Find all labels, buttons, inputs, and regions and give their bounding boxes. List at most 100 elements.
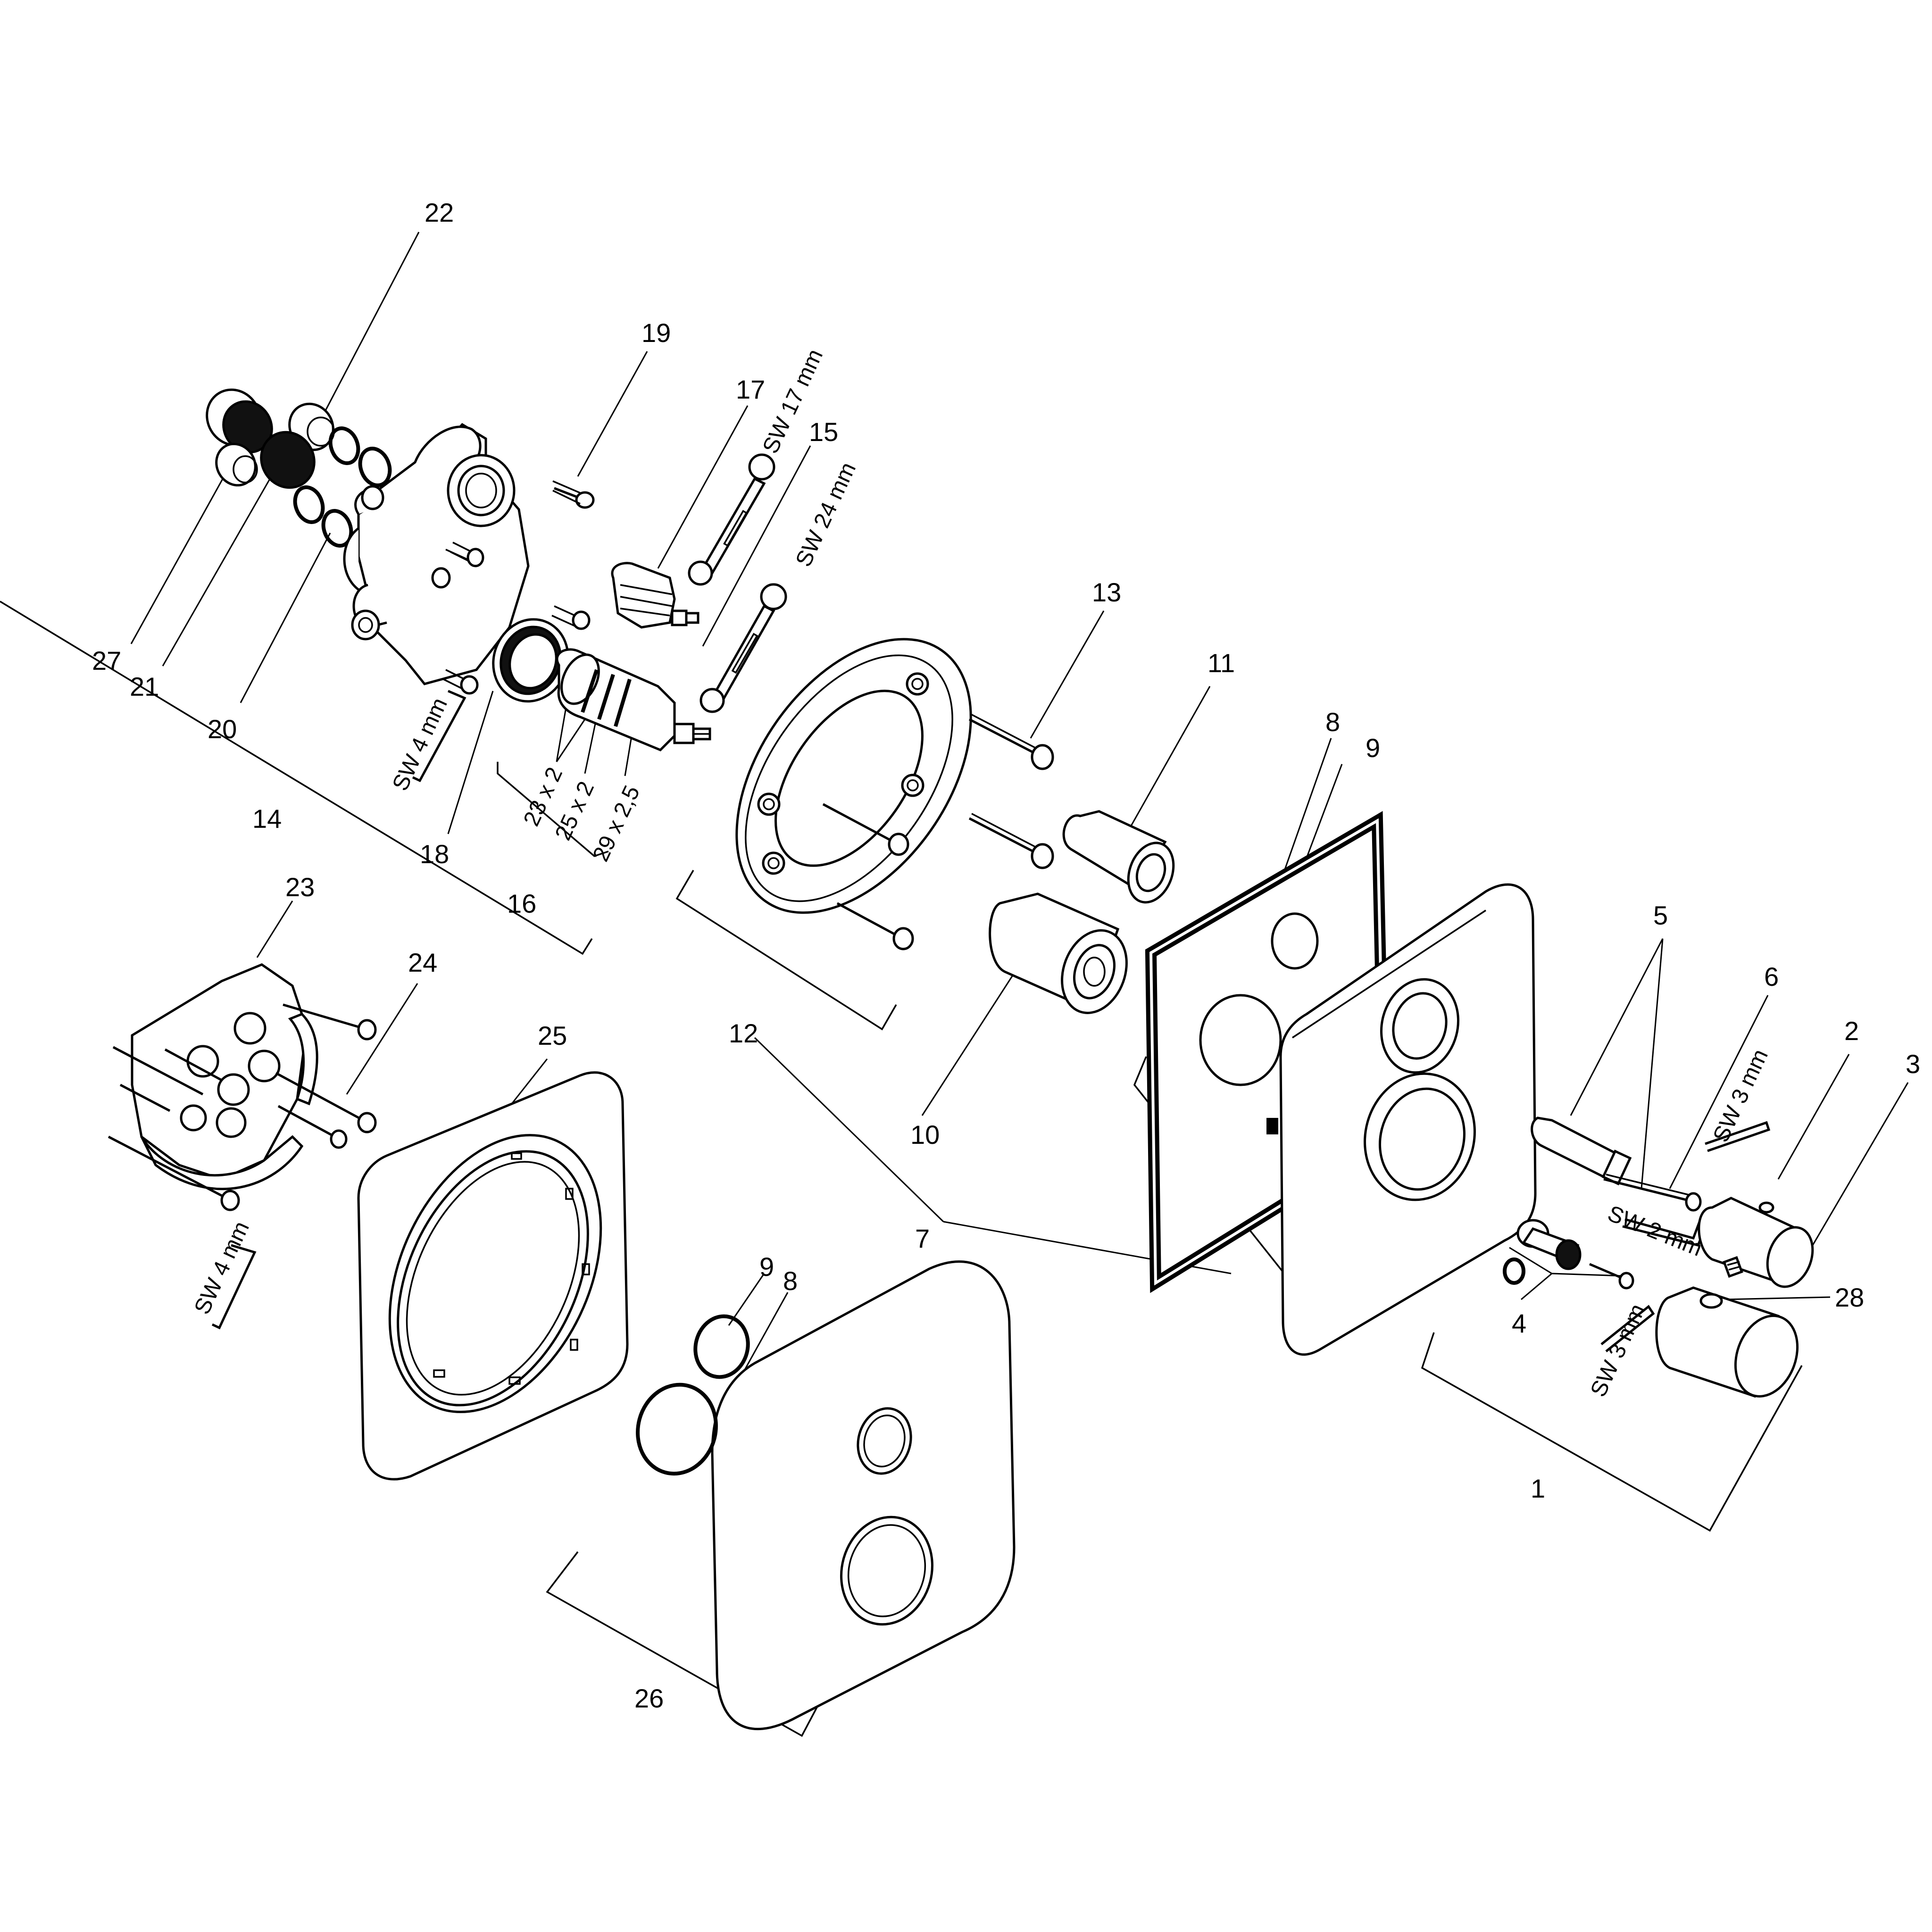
label-9b: 9 — [759, 1252, 774, 1282]
leader-23 — [256, 900, 293, 958]
part-15-thermostatic-cartridge — [556, 648, 711, 751]
part-4-fittings — [1503, 1219, 1634, 1290]
leader-24 — [346, 983, 418, 1095]
leader-4b — [1551, 1273, 1623, 1277]
label-20: 20 — [208, 714, 237, 744]
leader-or2 — [556, 719, 586, 762]
leader-5a — [1570, 938, 1664, 1116]
bracket-14 — [0, 600, 593, 955]
label-8b: 8 — [783, 1266, 798, 1296]
label-23: 23 — [285, 872, 315, 902]
part-12-mounting-ring — [735, 638, 972, 914]
label-5: 5 — [1653, 900, 1668, 930]
allen-key-3mm-upper — [1705, 1121, 1771, 1152]
part-13-screw-lower — [968, 813, 1054, 869]
bracket-26 — [546, 1551, 824, 1737]
leader-19 — [577, 351, 648, 477]
part-7-cover-plate — [1279, 883, 1537, 1356]
part-20-orings — [293, 426, 392, 548]
label-4: 4 — [1512, 1308, 1526, 1338]
leader-4a — [1521, 1273, 1552, 1300]
label-10: 10 — [910, 1120, 940, 1149]
leader-2 — [1777, 1054, 1850, 1180]
part-27-check-valves — [206, 388, 273, 487]
label-26: 26 — [634, 1683, 664, 1713]
label-24: 24 — [408, 948, 437, 977]
part-26-cover-plate — [711, 1260, 1016, 1731]
part-23-base-plate — [131, 963, 318, 1191]
leader-25 — [511, 1058, 548, 1104]
leader-28 — [1724, 1296, 1831, 1300]
label-17: 17 — [736, 375, 765, 404]
leader-or3 — [584, 716, 598, 774]
part-6-screw — [1603, 1174, 1702, 1212]
label-21: 21 — [130, 672, 159, 701]
label-22: 22 — [425, 198, 454, 227]
leader-3 — [1794, 1082, 1909, 1276]
label-15: 15 — [809, 417, 838, 447]
leader-21 — [162, 474, 274, 666]
allen-key-4mm-upper — [412, 690, 466, 783]
part-19-screw — [552, 480, 595, 509]
part-5-extension — [1531, 1116, 1632, 1186]
label-14: 14 — [252, 804, 282, 833]
screw-12b — [836, 902, 914, 950]
part-28-handle — [1655, 1286, 1799, 1398]
leader-18 — [447, 691, 494, 834]
label-7: 7 — [915, 1224, 930, 1253]
part-11-sleeve — [1062, 810, 1175, 904]
label-19: 19 — [641, 318, 671, 348]
part-24-screws — [108, 1003, 377, 1211]
part-2-knob — [1698, 1197, 1814, 1288]
part-21-check-valves — [260, 402, 335, 489]
tool-label-sw24: SW 24 mm — [791, 458, 861, 571]
small-screw-b — [450, 541, 484, 567]
leader-or1 — [556, 707, 567, 762]
small-screw-c — [551, 605, 591, 630]
part-25-trim-frame — [357, 1071, 629, 1481]
leader-27 — [130, 476, 225, 644]
label-18: 18 — [420, 839, 449, 869]
leader-20 — [240, 533, 331, 703]
wrench-sw24 — [700, 583, 787, 713]
leader-12-7 — [754, 1037, 944, 1223]
screw-12a — [822, 803, 909, 856]
label-3: 3 — [1906, 1049, 1920, 1079]
bracket-1 — [1421, 1332, 1803, 1532]
small-screw-d — [443, 669, 479, 695]
leader-6 — [1669, 995, 1769, 1189]
part-9-oring-lower — [693, 1314, 750, 1379]
part-17-cartridge — [611, 562, 700, 629]
label-11: 11 — [1208, 648, 1235, 678]
leader-4c — [1509, 1247, 1552, 1274]
part-13-screw-upper — [968, 714, 1054, 770]
label-12: 12 — [729, 1018, 758, 1048]
leader-11 — [1126, 686, 1211, 833]
leader-15 — [702, 445, 811, 647]
label-27: 27 — [92, 646, 121, 675]
leader-5b — [1641, 938, 1664, 1189]
label-9a: 9 — [1366, 733, 1380, 763]
allen-key-3mm-lower — [1600, 1305, 1655, 1352]
part-8-oring-lower — [636, 1382, 718, 1476]
label-6: 6 — [1764, 962, 1779, 991]
label-25: 25 — [538, 1021, 567, 1050]
leader-10 — [921, 962, 1022, 1116]
wrench-sw17 — [688, 453, 775, 586]
leader-13 — [1030, 610, 1105, 739]
bracket-16 — [497, 762, 609, 857]
oring-size-3: 29 x 2,5 — [588, 782, 645, 865]
leader-17 — [657, 405, 749, 569]
part-14-valve-body — [343, 423, 569, 703]
label-16: 16 — [507, 889, 536, 918]
label-1: 1 — [1531, 1474, 1545, 1503]
label-13: 13 — [1092, 577, 1121, 607]
label-2: 2 — [1844, 1016, 1859, 1046]
leader-22 — [322, 232, 420, 416]
leader-9b — [728, 1273, 765, 1326]
allen-key-4mm-lower — [211, 1244, 257, 1330]
part-10-sleeve — [989, 892, 1128, 1014]
tool-label-sw3-lower: SW 3 mm — [1586, 1300, 1650, 1400]
